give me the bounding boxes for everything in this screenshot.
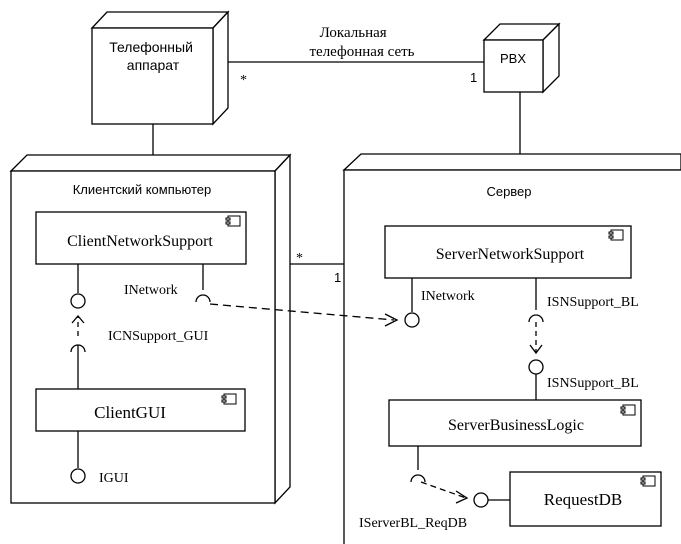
client-network-support-label: ClientNetworkSupport [67,233,213,250]
server-network-support-label: ServerNetworkSupport [436,246,585,263]
isnsupport-bl-provided-label: ISNSupport_BL [547,376,639,391]
phone-pbx-link-label-line: Локальная [320,25,387,41]
server-node-label: Сервер [486,184,531,199]
isnsupport-bl-lollipop [528,359,544,375]
server-inetwork-label: INetwork [421,289,475,304]
server-multiplicity: 1 [334,270,341,285]
phone-node[interactable] [90,10,230,126]
client-node-label: Клиентский компьютер [73,182,212,197]
pbx-node-label: PBX [500,51,526,66]
inetwork-dependency [209,303,395,321]
server-business-logic-component[interactable] [388,399,642,447]
pbx-multiplicity: 1 [470,70,477,85]
phone-node-label-line: аппарат [127,57,180,73]
client-gui-label: ClientGUI [94,403,166,422]
igui-label: IGUI [99,471,129,486]
phone-node-label: Телефонный аппарат [109,39,197,73]
icnsupport-gui-lollipop [70,293,86,309]
iserverbl-reqdb-lollipop [473,492,489,508]
phone-pbx-link-label: Локальная телефонная сеть [309,25,414,60]
arrowhead-icon [455,490,469,504]
client-inetwork-socket [195,294,211,303]
phone-pbx-link-label-line: телефонная сеть [309,44,414,60]
client-network-support-component[interactable] [35,211,247,265]
phone-multiplicity: * [240,73,247,88]
icnsupport-gui-label: ICNSupport_GUI [108,329,209,344]
arrowhead-icon [529,344,543,355]
server-business-logic-label: ServerBusinessLogic [448,417,584,434]
client-gui-component[interactable] [35,388,246,432]
client-inetwork-label: INetwork [124,283,178,298]
server-network-support-component[interactable] [384,225,632,279]
isnsupport-bl-socket [528,314,544,323]
server-inetwork-lollipop [404,312,420,328]
iserverbl-reqdb-label: IServerBL_ReqDB [359,516,467,531]
component-icon [640,475,656,487]
pbx-node[interactable] [482,22,561,94]
component-icon [608,229,624,241]
igui-lollipop [70,468,86,484]
client-multiplicity: * [296,251,303,266]
iserverbl-reqdb-socket [410,474,426,483]
iserverbl-reqdb-dependency [420,481,467,499]
arrowhead-icon [384,313,399,327]
component-icon [620,404,636,416]
component-icon [225,215,241,227]
request-db-label: RequestDB [544,490,622,509]
request-db-component[interactable] [509,471,662,527]
isnsupport-bl-required-label: ISNSupport_BL [547,295,639,310]
arrowhead-icon [71,315,85,324]
component-icon [221,393,237,405]
phone-node-label-line: Телефонный [109,39,193,55]
